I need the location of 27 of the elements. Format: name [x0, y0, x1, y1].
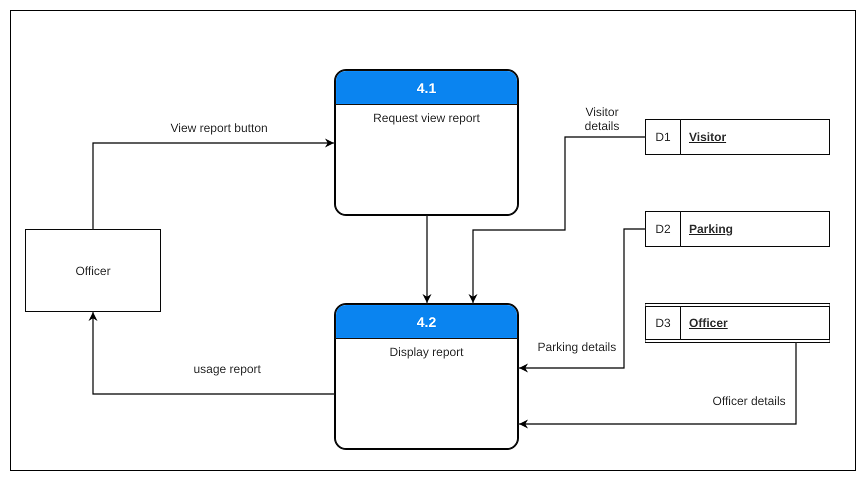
data-store: [645, 211, 830, 247]
external-entity: [25, 229, 161, 312]
data-store: [645, 119, 830, 155]
arrow: [468, 136, 645, 303]
store-name: Officer: [688, 315, 728, 332]
process-header: 4.1: [336, 71, 517, 105]
process-header: 4.2: [336, 305, 517, 339]
arrow: [422, 216, 432, 303]
store-id: D3: [646, 307, 681, 339]
store-name: Visitor: [688, 129, 726, 146]
edge-label: Officer details: [710, 394, 788, 408]
edge-label: View report button: [168, 121, 270, 135]
process-label: Display report: [388, 345, 465, 359]
data-store: [645, 303, 830, 343]
entity-label: Officer: [75, 264, 111, 278]
process-box: [334, 303, 519, 450]
arrow: [92, 138, 334, 229]
arrow: [88, 312, 334, 395]
arrow: [519, 228, 645, 372]
arrow: [519, 343, 797, 428]
store-id: D1: [646, 120, 681, 154]
store-name: Parking: [688, 221, 734, 238]
process-label: Request view report: [372, 111, 481, 125]
store-id: D2: [646, 212, 681, 246]
edge-label: Parking details: [536, 340, 618, 354]
process-box: [334, 69, 519, 216]
edge-label: usage report: [192, 362, 263, 376]
